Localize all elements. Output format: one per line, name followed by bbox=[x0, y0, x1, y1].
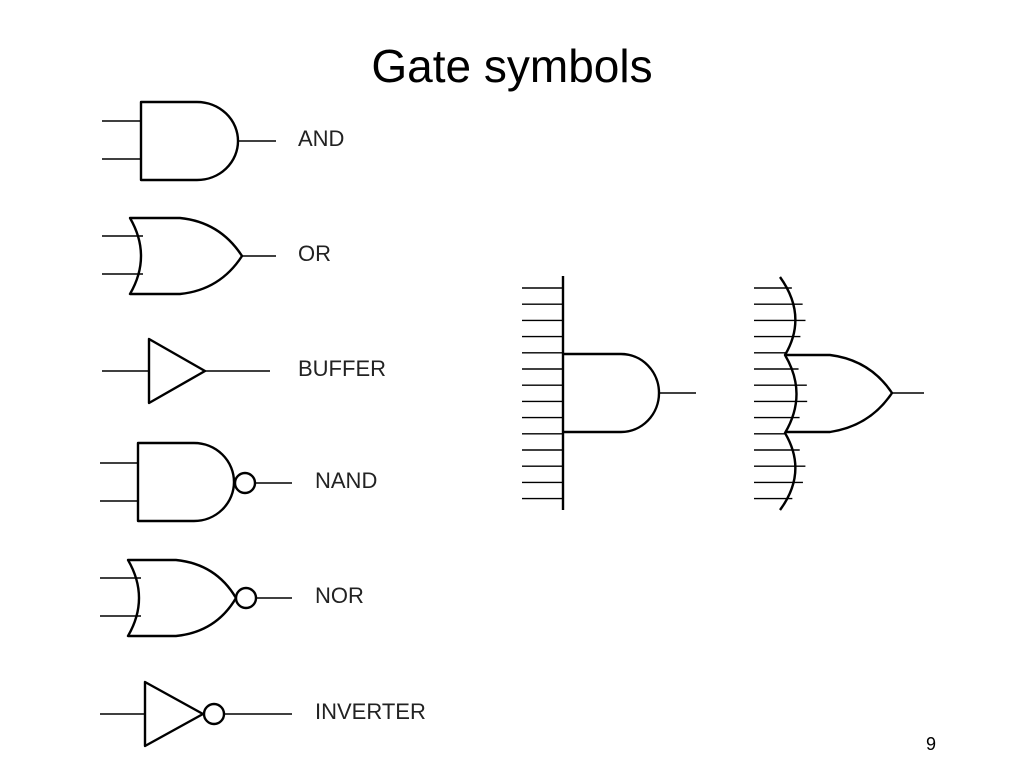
nand-gate bbox=[100, 441, 292, 523]
wide-and-gate-inputs bbox=[522, 287, 563, 500]
wide-and-gate bbox=[522, 276, 696, 510]
wide-or-gate bbox=[754, 276, 924, 511]
slide-title: Gate symbols bbox=[371, 40, 653, 92]
inverter-gate-label: INVERTER bbox=[315, 699, 426, 724]
or-gate-label: OR bbox=[298, 241, 331, 266]
or-gate bbox=[102, 216, 276, 296]
nand-gate-label: NAND bbox=[315, 468, 377, 493]
inverter-gate bbox=[100, 680, 292, 748]
and-gate-label: AND bbox=[298, 126, 344, 151]
and-gate bbox=[102, 100, 276, 182]
nor-gate bbox=[100, 558, 292, 638]
buffer-gate-label: BUFFER bbox=[298, 356, 386, 381]
buffer-gate bbox=[102, 337, 270, 405]
page-number: 9 bbox=[925, 734, 936, 754]
nor-gate-label: NOR bbox=[315, 583, 364, 608]
wide-or-gate-inputs bbox=[754, 287, 808, 500]
